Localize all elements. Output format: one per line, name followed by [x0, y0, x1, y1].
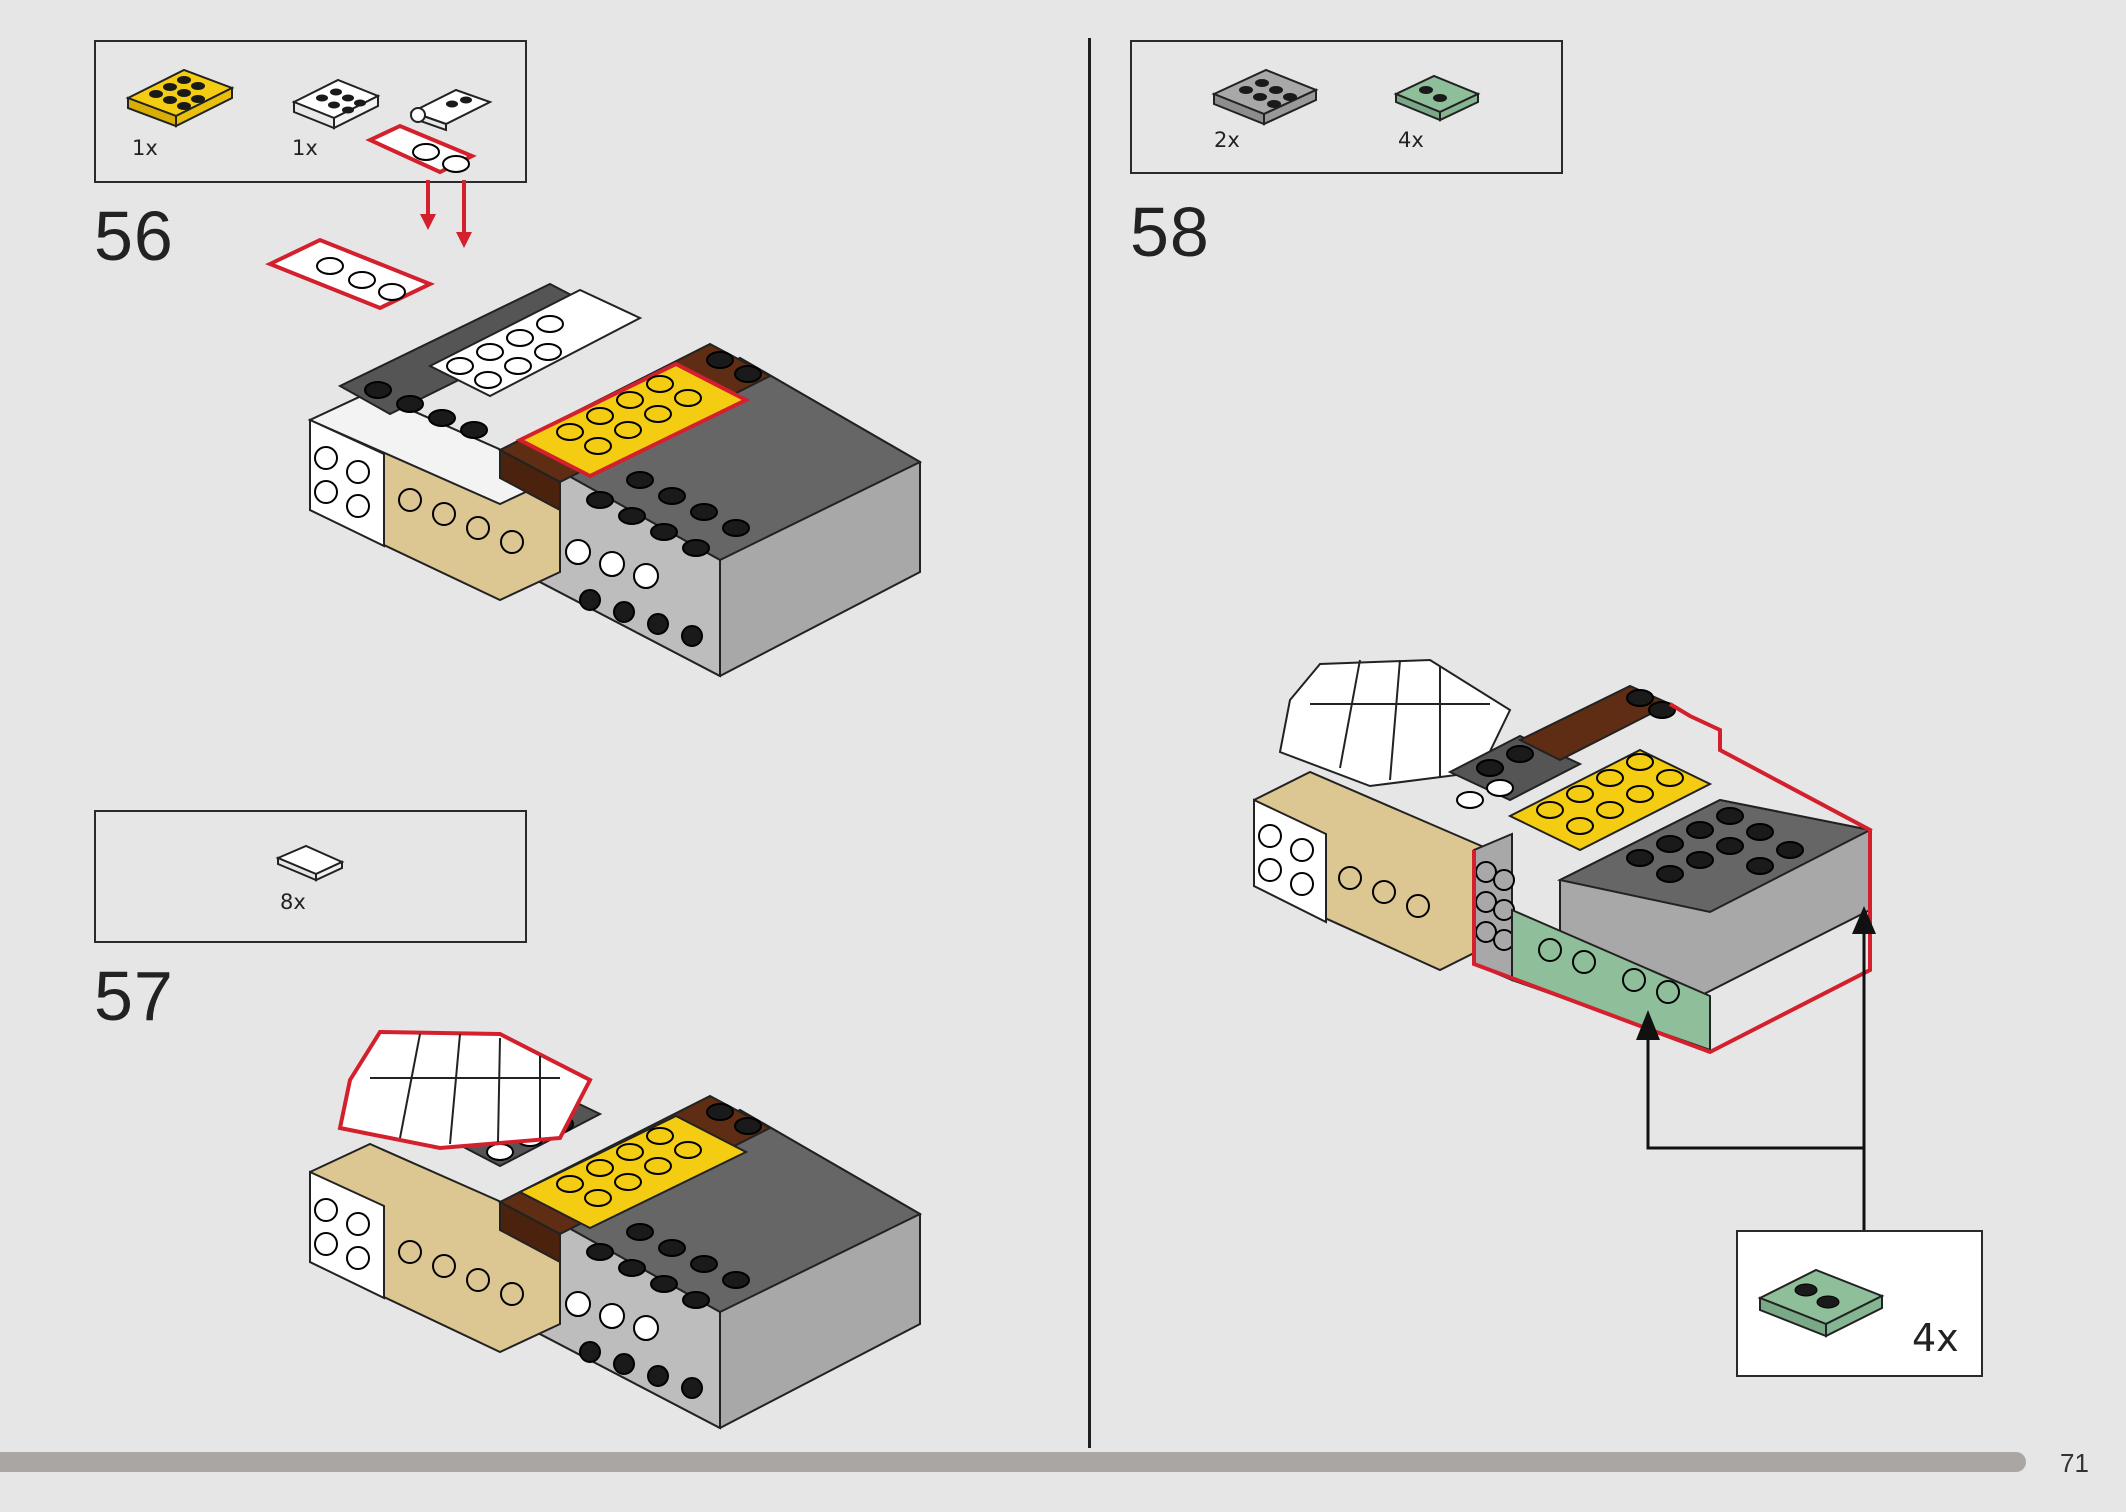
step-58-model	[1253, 658, 1874, 1055]
page-number: 71	[2060, 1448, 2089, 1478]
part-qty: 8x	[280, 890, 306, 914]
part-qty: 4x	[1398, 128, 1424, 152]
hinge-plate-icon	[409, 88, 493, 132]
step-number: 58	[1130, 193, 1210, 271]
gray-plate-icon	[1211, 68, 1319, 126]
callout-arrows	[1636, 906, 1876, 1232]
sand-green-plate-icon	[1393, 74, 1481, 122]
parts-list-step-56: 1x 1x 2x	[94, 40, 527, 183]
step-number: 57	[94, 957, 174, 1035]
callout-box: 4x	[1736, 1230, 1983, 1377]
part-qty: 2x	[1214, 128, 1240, 152]
white-slope-icon	[275, 844, 345, 882]
page-divider	[1088, 38, 1091, 1448]
progress-bar	[0, 1452, 2026, 1472]
part-qty: 1x	[292, 136, 318, 160]
callout-qty: 4x	[1912, 1316, 1959, 1360]
part-qty: 1x	[132, 136, 158, 160]
step-number: 56	[94, 197, 174, 275]
sand-green-plate-icon	[1757, 1268, 1885, 1338]
yellow-plate-icon	[125, 68, 235, 128]
step-56-model	[265, 123, 923, 678]
step-57-model	[309, 1029, 923, 1430]
parts-list-step-58: 2x 4x	[1130, 40, 1563, 174]
white-plate-icon	[291, 78, 381, 130]
parts-list-step-57: 8x	[94, 810, 527, 943]
